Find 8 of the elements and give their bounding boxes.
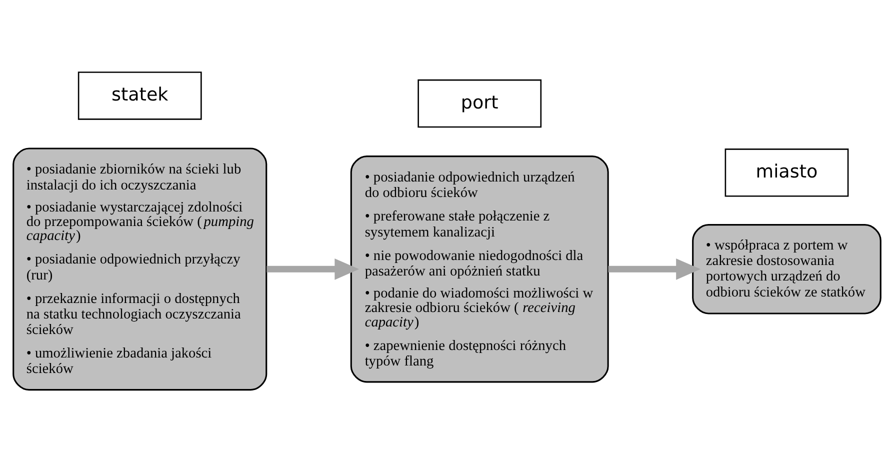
node-box: • współpraca z portem w zakresie dostosowania portowych urządzeń do odbioru ścieków ze statków <box>692 224 882 314</box>
node-box: miasto <box>724 148 849 197</box>
arrow <box>608 258 701 280</box>
node-box: statek <box>78 72 202 120</box>
node-box: port <box>418 79 542 128</box>
arrow <box>266 258 360 280</box>
node-box: • posiadanie zbiorników na ścieki lub instalacji do ich oczyszczania • posiadanie wystarczającej zdolności do przepompowania ścieków (pumping capacity) • posiadanie odpowiednich przyłączy (rur) • przekaznie informacji o dostępnych na statku technologiach oczyszczania ścieków • umożliwienie zbadania jakości ścieków <box>12 148 268 391</box>
node-box: • posiadanie odpowiednich urządzeń do odbioru ścieków • preferowane stałe połączenie z sysytemem kanalizacji • nie powodowanie niedogodności dla pasażerów ani opóżnień statku • podanie do wiadomości możliwości w zakresie odbioru ścieków (receiving capacity) • zapewnienie dostępności różnych typów flang <box>350 156 609 383</box>
